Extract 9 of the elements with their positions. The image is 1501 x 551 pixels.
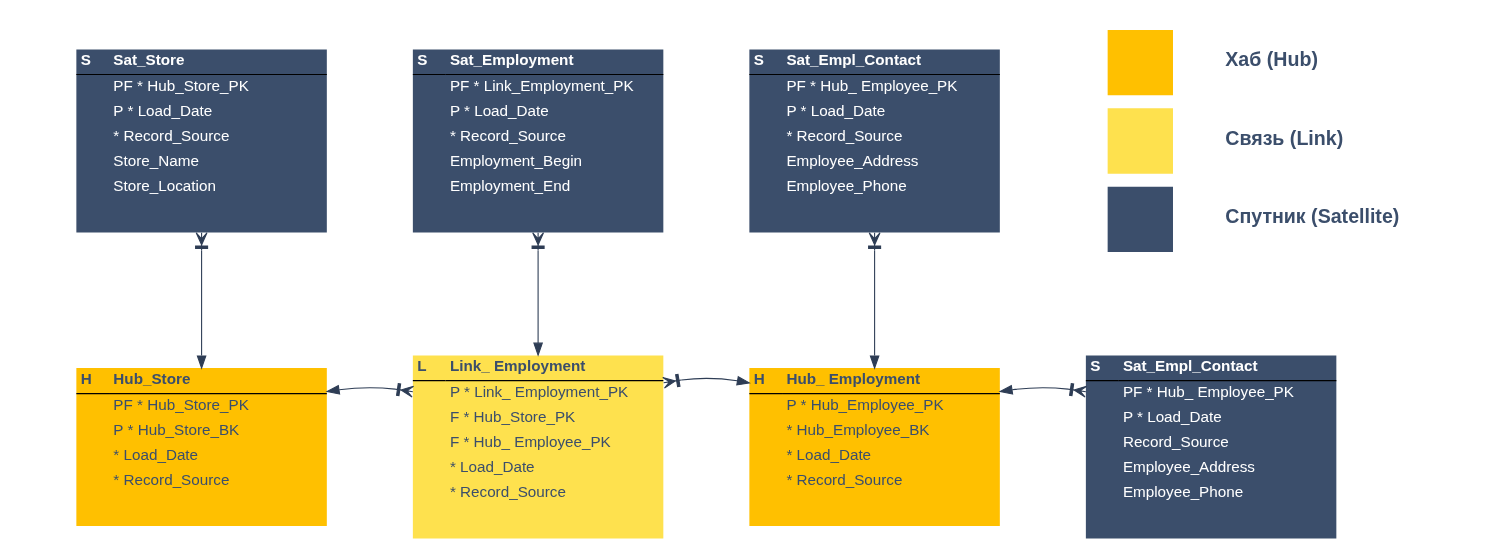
arrow (661, 373, 751, 389)
legend-label: Хаб (Hub) (1224, 48, 1318, 71)
arrow (325, 382, 414, 398)
arrow (194, 232, 208, 370)
legend-label: Спутник (Satellite) (1224, 205, 1399, 228)
arrow (867, 232, 881, 370)
legend-label: Связь (Link) (1224, 126, 1343, 149)
arrow (998, 382, 1087, 398)
arrow (531, 232, 545, 357)
